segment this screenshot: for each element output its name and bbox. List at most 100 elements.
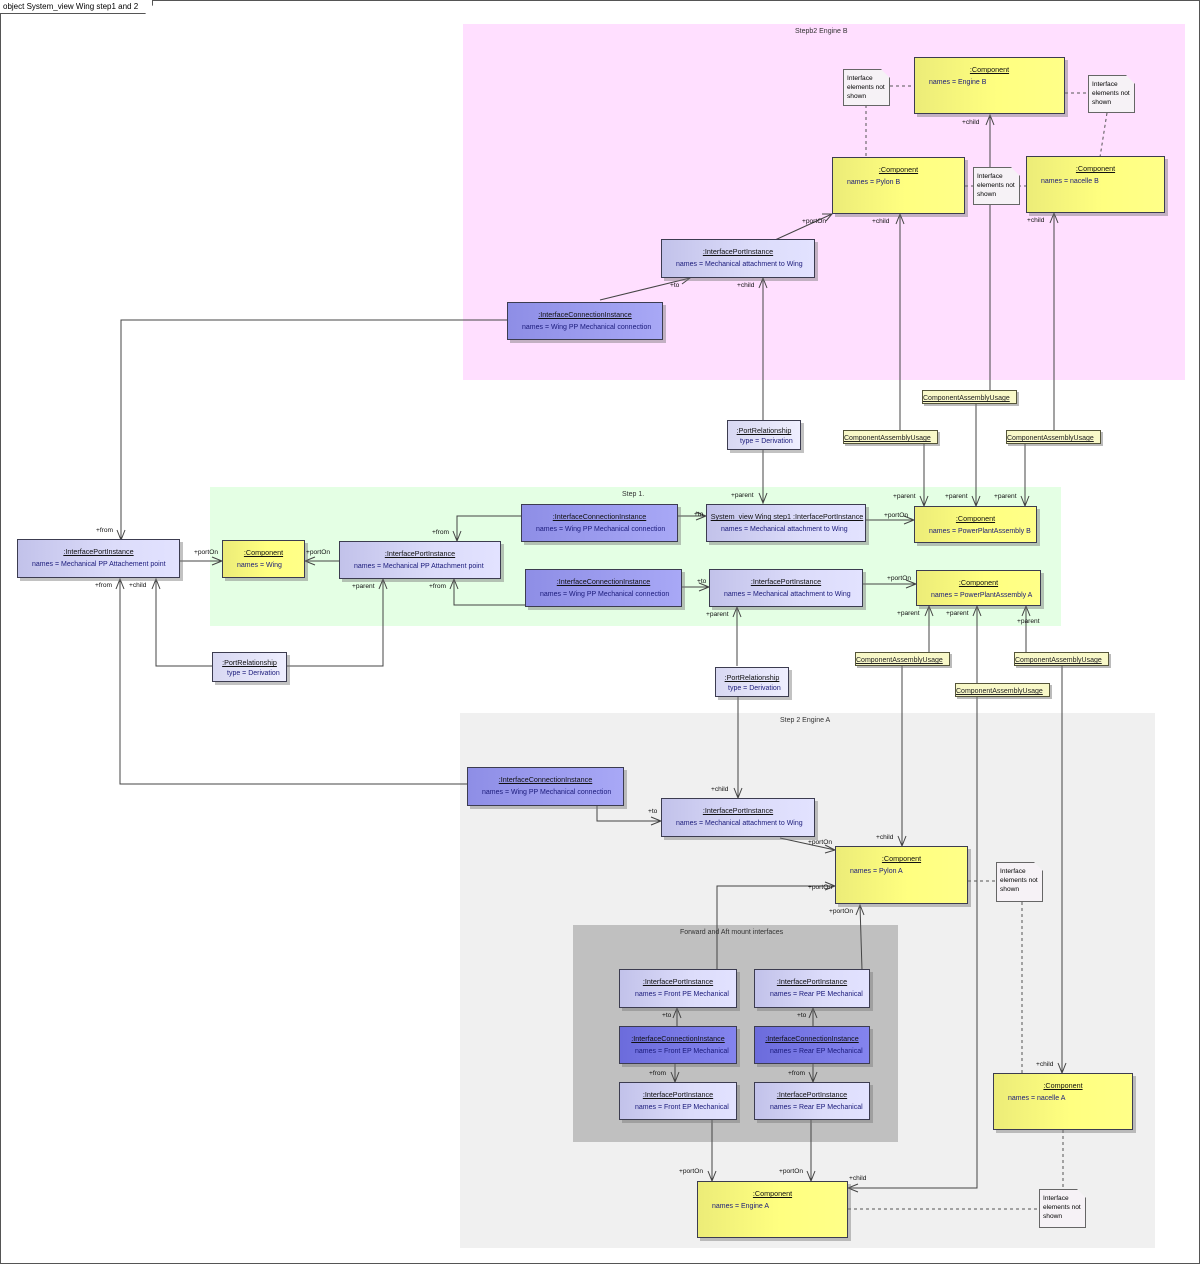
node-title: :Component xyxy=(1075,164,1116,173)
node-attribute: names = PowerPlantAssembly A xyxy=(931,592,1033,599)
component-powerplant-assembly-b[interactable]: :Component names = PowerPlantAssembly B xyxy=(914,506,1037,543)
component-assembly-usage-engine-a[interactable]: ComponentAssemblyUsage xyxy=(955,683,1050,697)
role-label-parent: +parent xyxy=(946,610,969,617)
role-label-parent: +parent xyxy=(1017,618,1040,625)
arrowhead xyxy=(1049,211,1059,224)
role-label-child: +child xyxy=(1027,217,1045,224)
port-relationship-a[interactable]: :PortRelationship type = Derivation xyxy=(715,667,789,697)
node-attribute: names = Wing PP Mechanical connection xyxy=(540,591,670,598)
port-relationship-left[interactable]: :PortRelationship type = Derivation xyxy=(212,652,287,682)
edge-conn-a-from-left-port xyxy=(119,579,467,785)
component-powerplant-assembly-a[interactable]: :Component names = PowerPlantAssembly A xyxy=(916,570,1041,606)
node-title: :Component xyxy=(1043,1081,1083,1090)
node-title: :PortRelationship xyxy=(724,673,780,682)
arrowhead xyxy=(672,1006,682,1019)
note-line: shown xyxy=(1092,99,1112,106)
note-line: shown xyxy=(1000,886,1020,893)
note-line: shown xyxy=(1043,1213,1063,1220)
node-attribute: names = Rear EP Mechanical xyxy=(770,1048,863,1055)
arrowhead xyxy=(758,276,768,289)
port-instance-step1-bottom[interactable]: :InterfacePortInstance names = Mechanica… xyxy=(709,569,863,607)
component-engine-b[interactable]: :Component names = Engine B xyxy=(914,57,1065,114)
port-instance-front-ep-mechanical[interactable]: :InterfacePortInstance names = Front EP … xyxy=(619,1082,737,1120)
edge-usage5-child-engine-a xyxy=(848,697,978,1189)
component-assembly-usage-pylon-a[interactable]: ComponentAssemblyUsage xyxy=(855,652,950,666)
component-pylon-b[interactable]: :Component names = Pylon B xyxy=(832,157,965,214)
role-label-to: +to xyxy=(797,1012,807,1019)
node-title: :Component xyxy=(969,65,1010,74)
role-label-child: +child xyxy=(737,282,755,289)
node-title: :InterfacePortInstance xyxy=(776,977,848,986)
region-engine-a-title: Step 2 Engine A xyxy=(780,717,831,724)
role-label-from: +from xyxy=(432,529,450,536)
node-attribute: names = Mechanical PP Attachment point xyxy=(354,563,484,570)
node-attribute: names = Rear EP Mechanical xyxy=(770,1104,863,1111)
note-interface-elements-pylon-nacelle-b: Interface elements not shown xyxy=(973,167,1020,205)
note-line: shown xyxy=(847,93,867,100)
connection-instance-wing-pp-step1-bottom[interactable]: :InterfaceConnectionInstance names = Win… xyxy=(525,569,682,607)
edge-conn-b-to-port-b xyxy=(599,277,691,301)
node-attribute: names = nacelle A xyxy=(1008,1095,1066,1102)
port-instance-step1-top[interactable]: System_view Wing step1 :InterfacePortIns… xyxy=(706,504,866,542)
node-attribute: names = Engine B xyxy=(929,79,987,86)
edge-port-b-porton-pylon-b xyxy=(774,213,833,241)
arrowhead xyxy=(1021,604,1031,617)
node-title: System_view Wing step1 :InterfacePortIns… xyxy=(710,512,864,521)
node-title: :InterfaceConnectionInstance xyxy=(765,1034,859,1043)
component-assembly-usage-nacelle-b[interactable]: ComponentAssemblyUsage xyxy=(1006,430,1101,444)
port-instance-mechanical-pp-attachment-point-step1[interactable]: :InterfacePortInstance names = Mechanica… xyxy=(339,541,501,579)
port-instance-front-pe-mechanical[interactable]: :InterfacePortInstance names = Front PE … xyxy=(619,969,737,1008)
component-nacelle-b[interactable]: :Component names = nacelle B xyxy=(1026,156,1165,213)
note-line: elements not xyxy=(1092,90,1130,97)
port-instance-mechanical-attachment-a[interactable]: :InterfacePortInstance names = Mechanica… xyxy=(661,798,815,837)
role-label-from: +from xyxy=(96,527,114,534)
node-attribute: type = Derivation xyxy=(740,438,793,445)
component-assembly-usage-pylon-b[interactable]: ComponentAssemblyUsage xyxy=(843,430,938,444)
component-wing[interactable]: :Component names = Wing xyxy=(222,540,305,578)
note-line: elements not xyxy=(977,182,1015,189)
arrowhead xyxy=(855,903,865,916)
component-nacelle-a[interactable]: :Component names = nacelle A xyxy=(993,1073,1133,1130)
role-label-parent: +parent xyxy=(893,493,916,500)
port-instance-mechanical-pp-attachement-point[interactable]: :InterfacePortInstance names = Mechanica… xyxy=(17,539,180,578)
node-title: :InterfaceConnectionInstance xyxy=(498,775,593,784)
node-attribute: names = Mechanical attachment to Wing xyxy=(721,526,848,533)
role-label-parent: +parent xyxy=(706,611,729,618)
port-relationship-b[interactable]: :PortRelationship type = Derivation xyxy=(727,420,801,450)
role-label-child: +child xyxy=(962,119,980,126)
note-line: Interface xyxy=(1000,868,1026,875)
connection-instance-wing-pp-step1-top[interactable]: :InterfaceConnectionInstance names = Win… xyxy=(521,504,678,542)
component-assembly-usage-engine-b[interactable]: ComponentAssemblyUsage xyxy=(922,390,1017,404)
note-line: elements not xyxy=(847,84,885,91)
arrowhead xyxy=(895,212,905,225)
connection-instance-wing-pp-b[interactable]: :InterfaceConnectionInstance names = Win… xyxy=(507,302,663,340)
edge-front-pe-porton-pylon-a xyxy=(716,885,835,970)
node-attribute: type = Derivation xyxy=(227,670,280,677)
connection-instance-rear-ep-mechanical[interactable]: :InterfaceConnectionInstance names = Rea… xyxy=(754,1026,870,1064)
edge-rear-pe-porton-pylon-a xyxy=(859,904,863,971)
arrowhead xyxy=(972,604,982,617)
node-title: :Component xyxy=(243,548,284,557)
note-interface-elements-engine-b-left: Interface elements not shown xyxy=(843,69,890,106)
connection-instance-front-ep-mechanical[interactable]: :InterfaceConnectionInstance names = Fro… xyxy=(619,1026,737,1064)
edge-rel-left-child-left-port xyxy=(155,579,212,667)
connection-instance-wing-pp-a[interactable]: :InterfaceConnectionInstance names = Win… xyxy=(467,767,624,806)
role-label-child: +child xyxy=(1036,1061,1054,1068)
role-label-from: +from xyxy=(429,583,447,590)
component-assembly-usage-nacelle-a[interactable]: ComponentAssemblyUsage xyxy=(1014,652,1109,666)
node-attribute: names = Front EP Mechanical xyxy=(635,1104,729,1111)
arrowhead xyxy=(924,604,934,617)
node-attribute: names = Wing PP Mechanical connection xyxy=(536,526,666,533)
port-instance-mechanical-attachment-b[interactable]: :InterfacePortInstance names = Mechanica… xyxy=(661,239,815,278)
arrowhead xyxy=(115,577,125,590)
role-label-porton: +portOn xyxy=(802,218,827,225)
arrowhead xyxy=(732,605,742,618)
region-mount-interfaces-title: Forward and Aft mount interfaces xyxy=(680,929,784,936)
arrowhead xyxy=(846,1183,859,1193)
port-instance-rear-pe-mechanical[interactable]: :InterfacePortInstance names = Rear PE M… xyxy=(754,969,870,1008)
node-title: :Component xyxy=(752,1189,793,1198)
component-pylon-a[interactable]: :Component names = Pylon A xyxy=(835,846,968,904)
edge-conn-a-to-port-a xyxy=(596,806,661,822)
port-instance-rear-ep-mechanical[interactable]: :InterfacePortInstance names = Rear EP M… xyxy=(754,1082,870,1120)
component-engine-a[interactable]: :Component names = Engine A xyxy=(697,1181,848,1238)
